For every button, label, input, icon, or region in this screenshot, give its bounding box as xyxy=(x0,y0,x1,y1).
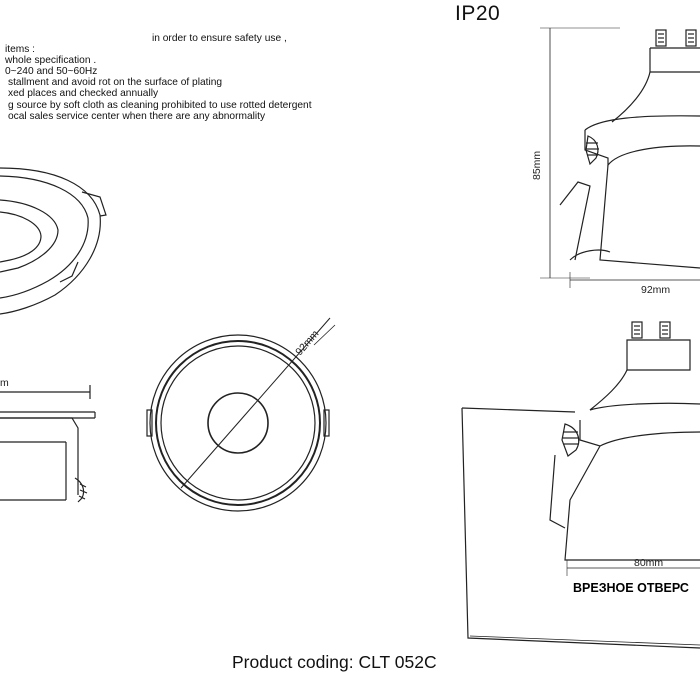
note-line-8: ocal sales service center when there are… xyxy=(8,110,266,122)
note-line-6: xed places and checked annually xyxy=(8,88,159,100)
front-view xyxy=(146,317,336,512)
width-dimension-label: 92mm xyxy=(641,284,670,296)
height-dimension-label: 85mm xyxy=(531,151,543,180)
diameter-label: 92mm xyxy=(293,328,321,358)
note-line-1: in order to ensure safety use , xyxy=(152,33,287,44)
note-line-7: g source by soft cloth as cleaning prohi… xyxy=(8,99,312,111)
cutout-hole-label: ВРЕЗНОЕ ОТВЕРС xyxy=(573,581,689,595)
safety-notes: in order to ensure safety use , items : … xyxy=(0,33,312,122)
product-coding: Product coding: CLT 052C xyxy=(232,652,437,672)
side-view-partial xyxy=(0,385,96,503)
note-line-5: stallment and avoid rot on the surface o… xyxy=(8,77,223,89)
perspective-view xyxy=(0,167,107,315)
note-line-2: items : xyxy=(5,44,36,56)
note-line-4: 0~240 and 50~60Hz xyxy=(5,66,98,78)
installed-view xyxy=(461,321,700,649)
cutout-dimension-label: 80mm xyxy=(634,557,663,569)
ip-rating-label: IP20 xyxy=(455,2,501,25)
side-dimension-label: m xyxy=(0,377,9,389)
note-line-3: whole specification . xyxy=(5,55,97,67)
side-elevation xyxy=(540,27,700,288)
